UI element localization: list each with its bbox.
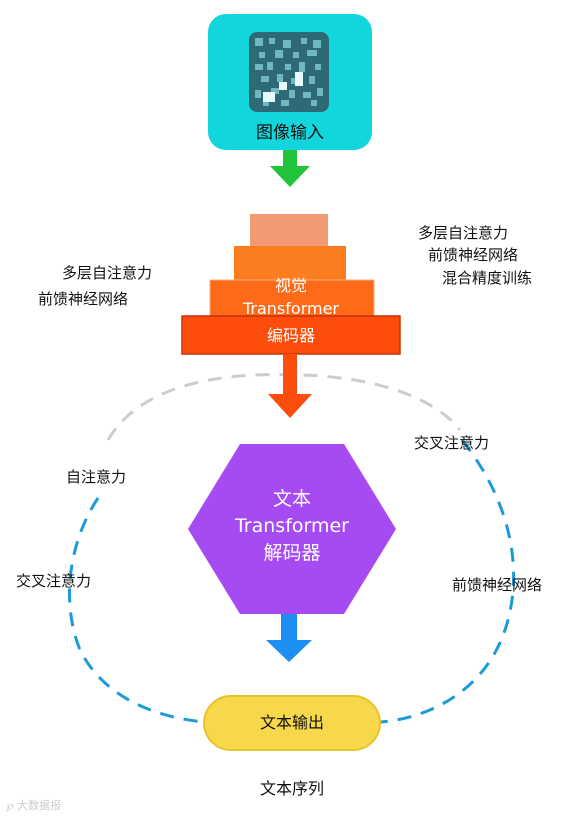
image-input-label: 图像输入 [256,123,324,143]
loop-arc-blue-left [68,497,206,724]
image-input-icon [249,32,329,112]
encoder-note-left-2: 前馈神经网络 [38,290,129,308]
loop-label-cross-attention-left: 交叉注意力 [16,572,92,590]
decoder-label-line2: Transformer [234,515,349,537]
encoder-note-right-1: 多层自注意力 [418,224,509,242]
loop-label-cross-attention-right: 交叉注意力 [414,434,490,452]
encoder-label-line2: Transformer [242,299,339,318]
arrow-down-orange [268,354,312,418]
encoder-note-left-1: 多层自注意力 [62,264,153,282]
encoder-tier-3 [209,279,375,317]
decoder-hexagon [188,444,396,614]
encoder-tier-4 [181,315,401,355]
encoder-tier-1 [250,214,328,246]
arrow-down-green [270,150,310,187]
watermark-text: 大数据报 [17,799,62,812]
encoder-tier-2 [234,246,346,280]
decoder-label: 文本 Transformer 解码器 [188,486,396,567]
loop-arc-blue-right [380,439,516,724]
encoder-label-line3: 编码器 [266,326,315,345]
loop-label-self-attention: 自注意力 [66,468,127,486]
text-output-caption: 文本序列 [259,779,324,798]
loop-label-ffn-right: 前馈神经网络 [452,576,543,594]
decoder-label-line1: 文本 [272,488,311,510]
text-output-box: 文本输出 [203,695,381,751]
watermark: ℘ 大数据报 [6,797,61,813]
encoder-label-line1: 视觉 [274,276,307,295]
decoder-label-line3: 解码器 [263,542,321,564]
watermark-logo-icon: ℘ [6,799,14,812]
encoder-label: 视觉 Transformer 编码器 [180,274,402,347]
encoder-note-right-2: 前馈神经网络 [428,246,519,264]
arrow-down-blue [266,614,312,662]
encoder-note-right-3: 混合精度训练 [442,269,533,287]
